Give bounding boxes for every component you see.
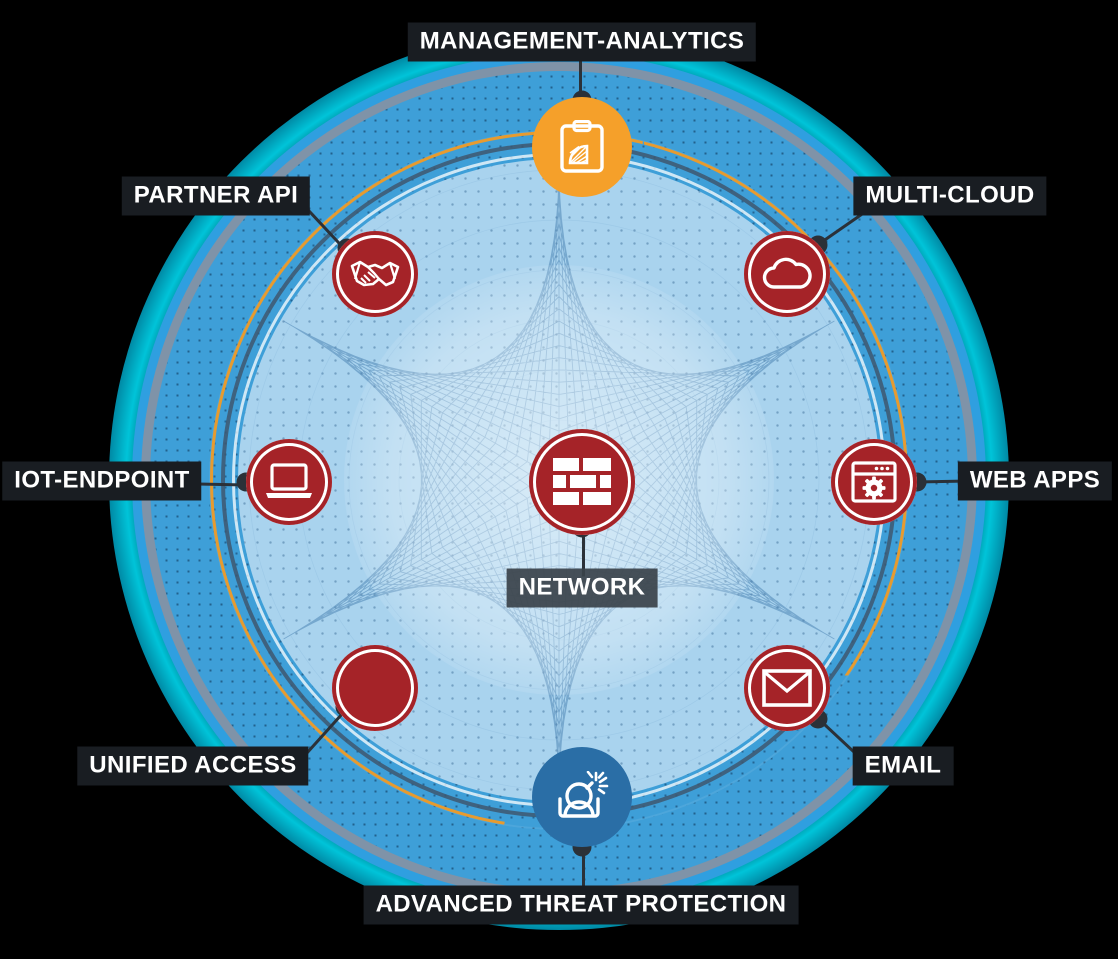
label-advanced-threat-protection: ADVANCED THREAT PROTECTION bbox=[363, 885, 799, 925]
node-advanced-threat-protection[interactable] bbox=[532, 747, 632, 847]
handshake-icon bbox=[350, 260, 400, 287]
cloud-icon bbox=[762, 257, 812, 289]
label-multi-cloud: MULTI-CLOUD bbox=[853, 176, 1047, 216]
node-email[interactable] bbox=[744, 645, 830, 731]
node-multi-cloud[interactable] bbox=[744, 231, 830, 317]
label-iot-endpoint: IOT-ENDPOINT bbox=[2, 461, 202, 501]
node-unified-access[interactable] bbox=[332, 645, 418, 731]
label-unified-access: UNIFIED ACCESS bbox=[77, 746, 309, 786]
node-management-analytics[interactable] bbox=[532, 97, 632, 197]
label-management-analytics: MANAGEMENT-ANALYTICS bbox=[407, 22, 757, 62]
envelope-icon bbox=[762, 669, 812, 707]
label-web-apps: WEB APPS bbox=[957, 461, 1113, 501]
node-iot-endpoint[interactable] bbox=[246, 439, 332, 525]
clipboard-analytics-icon bbox=[560, 120, 604, 173]
node-network-center[interactable] bbox=[529, 429, 635, 535]
laptop-icon bbox=[266, 463, 312, 498]
browser-gear-icon bbox=[851, 461, 897, 503]
firewall-brick-icon bbox=[553, 458, 611, 505]
node-partner-api[interactable] bbox=[332, 231, 418, 317]
sandbox-bomb-icon bbox=[558, 771, 609, 818]
label-email: EMAIL bbox=[852, 746, 954, 786]
node-web-apps[interactable] bbox=[831, 439, 917, 525]
label-partner-api: PARTNER API bbox=[121, 176, 311, 216]
label-network-center: NETWORK bbox=[506, 568, 658, 608]
